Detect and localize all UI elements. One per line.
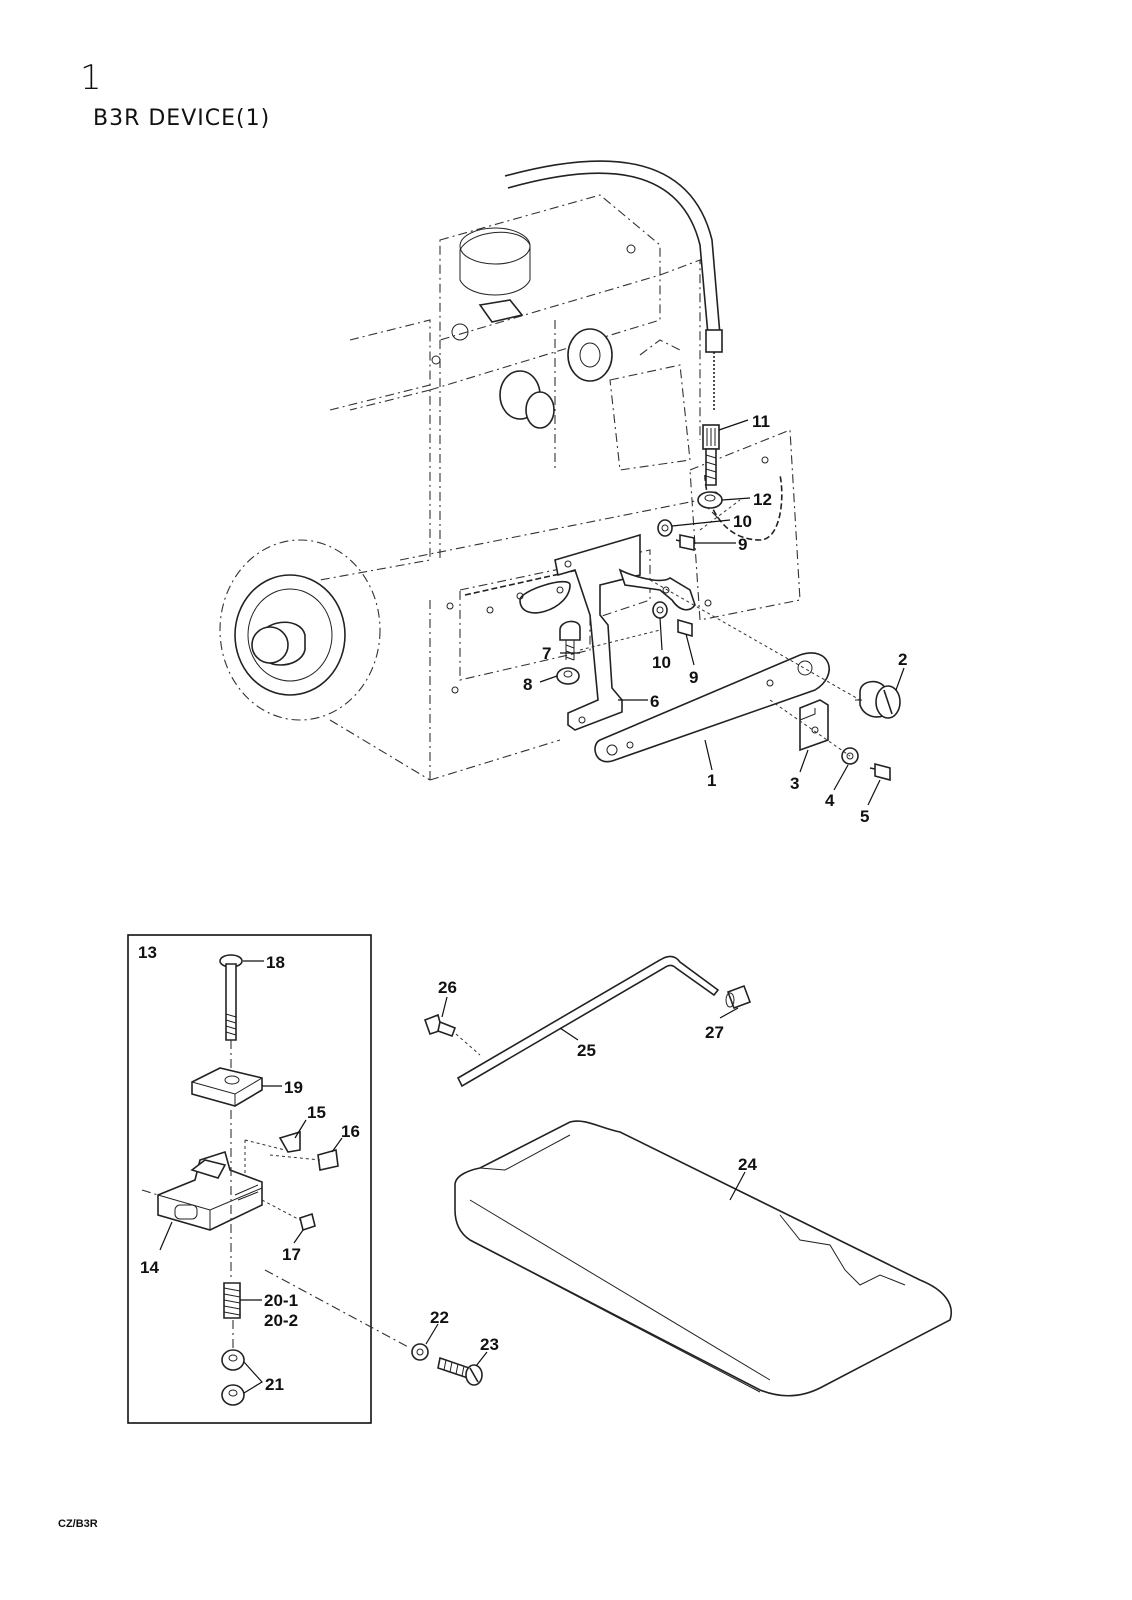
page-number: 1 <box>80 58 102 98</box>
callout-13: 13 <box>138 943 157 962</box>
callout-16: 16 <box>341 1122 360 1141</box>
callout-17: 17 <box>282 1245 301 1264</box>
callout-21: 21 <box>265 1375 284 1394</box>
machine-body-outline <box>219 160 801 781</box>
callout-19: 19 <box>284 1078 303 1097</box>
callout-20-2: 20-2 <box>264 1311 298 1330</box>
callout-14: 14 <box>140 1258 159 1277</box>
callout-7: 7 <box>542 644 551 663</box>
callout-11: 11 <box>752 412 770 431</box>
callout-10a: 10 <box>733 512 752 531</box>
callout-27: 27 <box>705 1023 724 1042</box>
upper-parts <box>554 424 901 782</box>
callout-4: 4 <box>825 791 835 810</box>
callout-20-1: 20-1 <box>264 1291 298 1310</box>
callout-3: 3 <box>790 774 799 793</box>
page-title: B3R DEVICE(1) <box>93 106 271 131</box>
callout-26: 26 <box>438 978 457 997</box>
lower-right-callouts: 26 25 27 24 22 23 <box>425 978 757 1367</box>
callout-5: 5 <box>860 807 869 826</box>
callout-23: 23 <box>480 1335 499 1354</box>
lower-right-parts <box>264 955 952 1397</box>
callout-9b: 9 <box>689 668 698 687</box>
assembly-13-box <box>127 934 372 1424</box>
callout-15: 15 <box>307 1103 326 1122</box>
callout-12: 12 <box>753 490 772 509</box>
callout-6: 6 <box>650 692 659 711</box>
callout-9a: 9 <box>738 535 747 554</box>
callout-1: 1 <box>707 771 716 790</box>
upper-callouts: 11 12 10 9 2 7 10 9 8 6 1 3 4 5 <box>523 412 907 826</box>
footer-code: CZ/B3R <box>58 1518 98 1530</box>
callout-25: 25 <box>577 1041 596 1060</box>
assembly-13-callouts: 13 18 19 15 16 17 14 20-1 20-2 21 <box>138 943 360 1394</box>
callout-22: 22 <box>430 1308 449 1327</box>
callout-8: 8 <box>523 675 532 694</box>
callout-24: 24 <box>738 1155 757 1174</box>
callout-18: 18 <box>266 953 285 972</box>
callout-2: 2 <box>898 650 907 669</box>
callout-10b: 10 <box>652 653 671 672</box>
